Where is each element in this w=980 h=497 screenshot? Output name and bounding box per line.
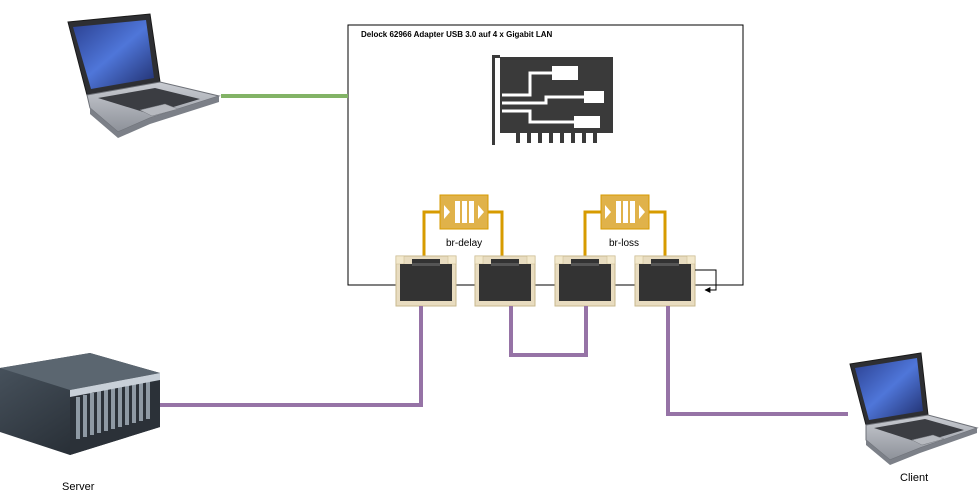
laptop-icon[interactable] <box>849 352 979 465</box>
server-label: Server <box>62 481 95 493</box>
network-card-icon <box>492 55 613 145</box>
server-rack-icon[interactable] <box>0 353 160 455</box>
bridge-icon[interactable] <box>600 194 650 230</box>
bridge-icon[interactable] <box>439 194 489 230</box>
ethernet-links <box>160 306 848 416</box>
bridge-lines <box>422 210 667 256</box>
adapter-title: Delock 62966 Adapter USB 3.0 auf 4 x Gig… <box>361 30 553 39</box>
ethernet-port-icon[interactable] <box>634 255 696 307</box>
ethernet-port-icon[interactable] <box>554 255 616 307</box>
ethernet-port-icon[interactable] <box>474 255 536 307</box>
laptop-icon[interactable] <box>67 13 221 138</box>
loopback-arrow <box>695 269 717 293</box>
bridge-label-delay: br-delay <box>446 238 483 249</box>
ethernet-port-icon[interactable] <box>395 255 457 307</box>
client-label: Client <box>900 472 929 484</box>
bridge-label-loss: br-loss <box>609 238 640 249</box>
